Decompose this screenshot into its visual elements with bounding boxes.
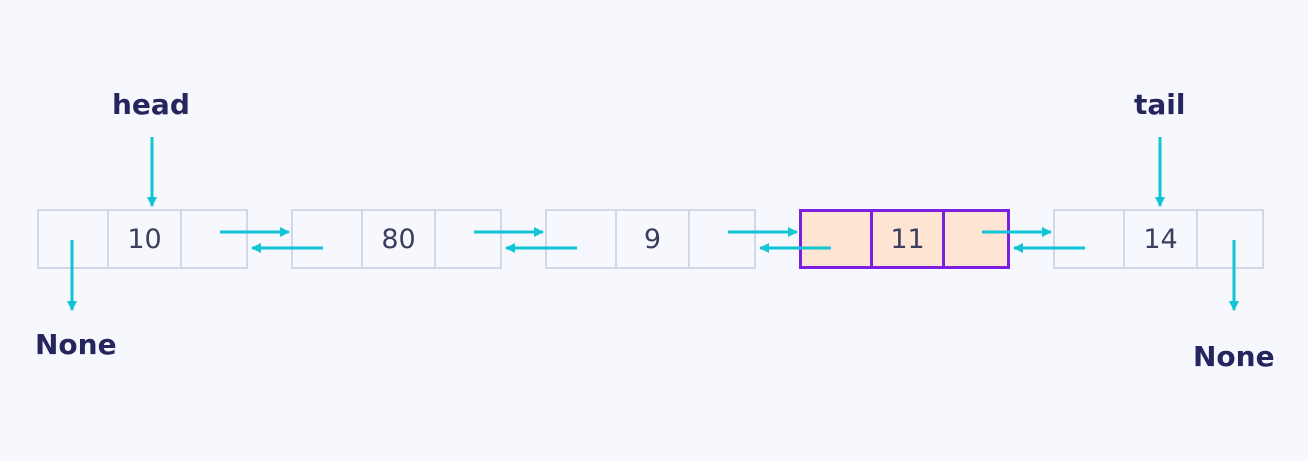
- tail-label: tail: [1134, 88, 1186, 121]
- list-node-4-highlighted: 11: [799, 209, 1010, 269]
- head-label: head: [112, 88, 190, 121]
- node-value: 9: [615, 211, 690, 267]
- none-label-right: None: [1193, 340, 1275, 373]
- none-label-left: None: [35, 328, 117, 361]
- node-value: 10: [107, 211, 182, 267]
- node-value: 11: [870, 212, 945, 266]
- list-node-2: 80: [291, 209, 502, 269]
- list-node-3: 9: [545, 209, 756, 269]
- node-value: 14: [1123, 211, 1198, 267]
- node-value: 80: [361, 211, 436, 267]
- list-node-5: 14: [1053, 209, 1264, 269]
